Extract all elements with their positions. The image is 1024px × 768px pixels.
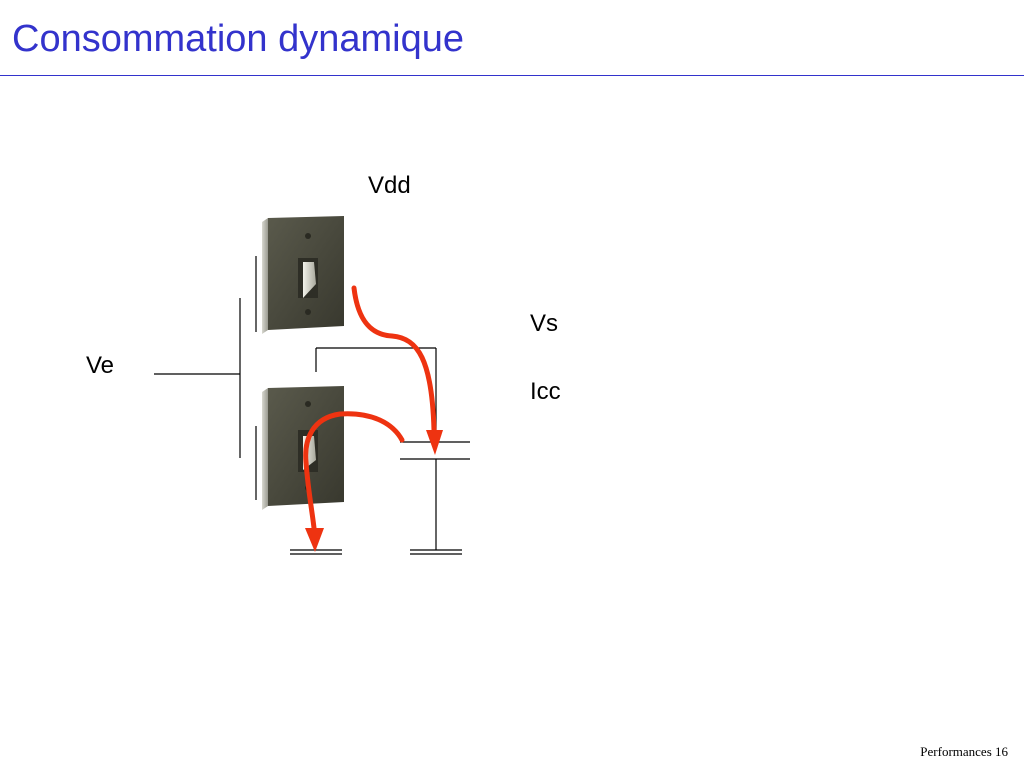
vs-label: Vs (530, 310, 559, 337)
ground-symbol-left (290, 549, 342, 555)
vdd-label: Vdd (368, 172, 411, 199)
footer-section: Performances (920, 744, 992, 759)
icc-label: Icc (530, 378, 561, 405)
slide-title: Consommation dynamique (12, 18, 465, 60)
input-wire (154, 298, 241, 458)
ve-label: Ve (86, 352, 115, 379)
bottom-switch-icon (262, 386, 344, 510)
charge-current-arrow (351, 285, 443, 455)
discharge-current-arrow (303, 411, 405, 552)
capacitor (400, 441, 470, 550)
ground-symbol-right (410, 549, 462, 555)
page-number: 16 (995, 744, 1008, 759)
title-rule (0, 75, 1024, 76)
slide-footer: Performances 16 (920, 744, 1008, 760)
top-switch-icon (262, 216, 344, 334)
